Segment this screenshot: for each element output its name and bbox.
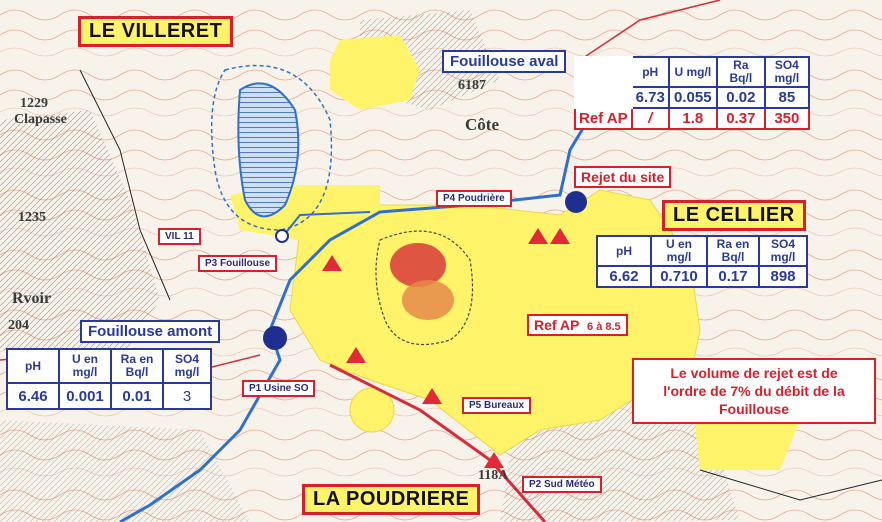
note-line-3: Fouillouse (719, 401, 789, 417)
header-so4: SO4 mg/l (758, 235, 808, 267)
header-ph: pH (596, 235, 652, 267)
label-rejet-du-site: Rejet du site (574, 166, 672, 188)
point-fouillouse-amont (263, 326, 287, 350)
header-ph: pH (630, 56, 670, 88)
road-southeast (699, 469, 882, 501)
place-clapasse: Clapasse (14, 112, 67, 127)
header-ph: pH (6, 348, 60, 384)
header-ra: Ra en Bq/l (110, 348, 164, 384)
header-so4: SO4 mg/l (763, 56, 810, 88)
place-le-cellier: LE CELLIER (662, 200, 806, 231)
value-ph: 6.73 (630, 86, 670, 109)
orange-pit (402, 280, 454, 320)
place-rvoir: Rvoir (12, 290, 52, 307)
elevation-1235: 1235 (18, 210, 46, 225)
blue-reservoir (237, 82, 300, 218)
place-6187: 6187 (458, 78, 486, 93)
triangle-p3 (322, 255, 342, 271)
ref-u: 1.8 (667, 107, 718, 130)
label-fouillouse-amont: Fouillouse amont (80, 320, 221, 343)
value-ph: 6.62 (596, 265, 652, 288)
table-fouillouse-amont: pH U en mg/l Ra en Bq/l SO4 mg/l 6.46 0.… (6, 348, 212, 410)
place-204: 204 (8, 318, 29, 333)
ref-label: Ref AP (574, 107, 633, 130)
value-ra: 0.01 (110, 382, 164, 410)
value-ph: 6.46 (6, 382, 60, 410)
place-le-villeret: LE VILLERET (78, 16, 234, 47)
note-line-2: l'ordre de 7% du débit de la (663, 383, 845, 399)
value-so4: 898 (758, 265, 808, 288)
table-header-row: pH U mg/l Ra Bq/l SO4 mg/l (575, 56, 810, 88)
label-p3: P3 Fouillouse (198, 255, 278, 272)
triangle-p2 (484, 452, 504, 468)
forest-southwest (0, 420, 250, 522)
point-rejet-site (565, 191, 587, 213)
header-u: U mg/l (667, 56, 718, 88)
place-la-poudriere: LA POUDRIERE (302, 484, 481, 515)
table-row-label (575, 87, 632, 108)
road-south (329, 363, 547, 522)
pit-outline (375, 230, 474, 346)
site-zone-circle (349, 387, 395, 433)
red-pit (390, 243, 446, 287)
table-fouillouse-aval: pH U mg/l Ra Bq/l SO4 mg/l 6.73 0.055 0.… (574, 56, 810, 130)
point-vil11 (275, 229, 289, 243)
table-header-row: pH U en mg/l Ra en Bq/l SO4 mg/l (6, 348, 212, 384)
label-p4: P4 Poudrière (436, 190, 512, 207)
discharge-note: Le volume de rejet est de l'ordre de 7% … (632, 358, 876, 424)
note-line-1: Le volume de rejet est de (670, 365, 838, 381)
table-corner (575, 57, 632, 87)
rejet-ref-title: Ref AP (534, 317, 580, 333)
triangle-p4-a (528, 228, 548, 244)
forest-west (0, 110, 160, 360)
header-u: U en mg/l (58, 348, 112, 384)
triangle-p1 (346, 347, 366, 363)
ref-ra: 0.37 (715, 107, 766, 130)
label-fouillouse-aval: Fouillouse aval (442, 50, 567, 73)
reservoir-outline (210, 64, 333, 231)
ref-so4: 350 (763, 107, 810, 130)
place-118a: 118A (478, 468, 509, 483)
value-so4: 85 (763, 86, 810, 109)
label-p1: P1 Usine SO (242, 380, 316, 397)
value-ra: 0.17 (706, 265, 760, 288)
label-p5: P5 Bureaux (462, 397, 532, 414)
table-header-row: pH U en mg/l Ra en Bq/l SO4 mg/l (596, 235, 808, 267)
triangle-p5 (422, 388, 442, 404)
road-northwest (79, 69, 171, 301)
table-row-values: 6.73 0.055 0.02 85 (575, 86, 810, 109)
value-u: 0.710 (650, 265, 708, 288)
ref-ph: / (630, 107, 670, 130)
header-ra: Ra en Bq/l (706, 235, 760, 267)
road-northeast (579, 0, 721, 61)
header-u: U en mg/l (650, 235, 708, 267)
triangle-p4-b (550, 228, 570, 244)
table-row-values: 6.46 0.001 0.01 3 (6, 382, 212, 410)
header-so4: SO4 mg/l (162, 348, 212, 384)
table-row-values: 6.62 0.710 0.17 898 (596, 265, 808, 288)
table-row-ref: Ref AP / 1.8 0.37 350 (574, 107, 810, 130)
rejet-ref-ph: 6 à 8.5 (587, 321, 621, 333)
place-cote: Côte (465, 115, 499, 134)
value-u: 0.001 (58, 382, 112, 410)
elevation-1229: 1229 (20, 96, 48, 111)
rejet-ref-label: Ref AP 6 à 8.5 (527, 314, 628, 336)
site-zone-north (330, 35, 420, 110)
river-fouillouse (119, 99, 602, 522)
value-so4: 3 (162, 382, 212, 410)
table-rejet-site: pH U en mg/l Ra en Bq/l SO4 mg/l 6.62 0.… (596, 235, 808, 288)
value-ra: 0.02 (715, 86, 766, 109)
label-p2: P2 Sud Météo (522, 476, 602, 493)
value-u: 0.055 (667, 86, 718, 109)
label-vil11: VIL 11 (158, 228, 201, 245)
header-ra: Ra Bq/l (715, 56, 766, 88)
